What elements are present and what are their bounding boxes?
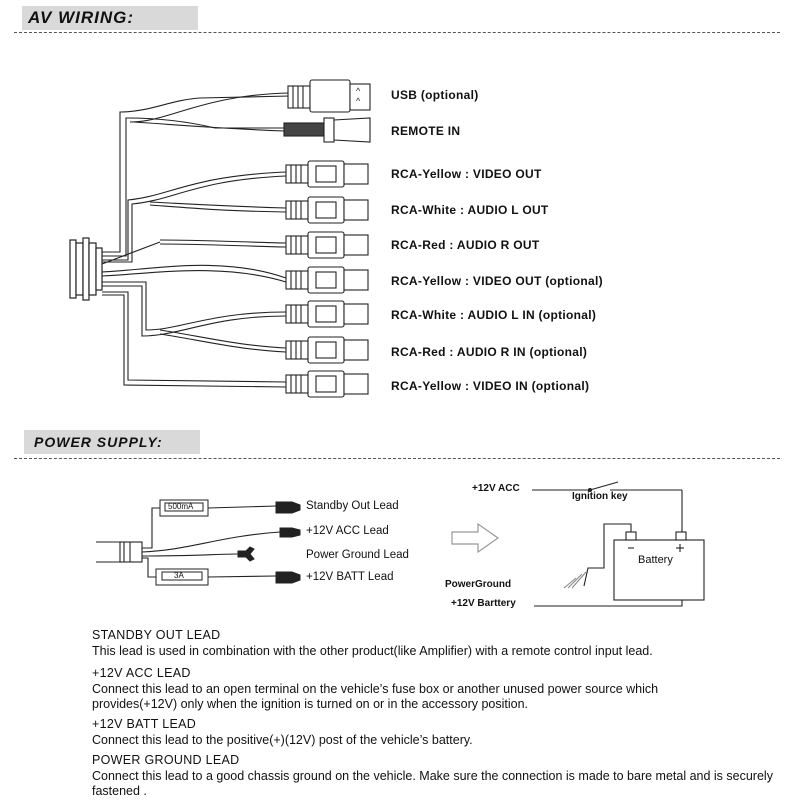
audio-l-out-label: RCA-White : AUDIO L OUT (391, 203, 549, 217)
fuse-500ma-label: 500mA (168, 502, 194, 511)
harness-wires (101, 92, 291, 388)
av-title-dashed-rule (14, 32, 780, 33)
rca-connectors (285, 160, 369, 398)
rca-connector (285, 336, 369, 364)
schematic-ignition-label: Ignition key (572, 491, 628, 502)
acc-lead-label: +12V ACC Lead (306, 525, 389, 537)
power-wires (96, 505, 281, 578)
power-supply-title: POWER SUPPLY: (34, 434, 163, 450)
batt-lead-label: +12V BATT Lead (306, 571, 394, 583)
standby-out-lead-label: Standby Out Lead (306, 500, 399, 512)
schematic-batt-label: +12V Barttery (451, 598, 516, 609)
acc-lead-heading: +12V ACC LEAD (92, 666, 191, 680)
schematic-acc-label: +12V ACC (472, 483, 520, 494)
acc-lead-text: Connect this lead to an open terminal on… (92, 682, 659, 711)
svg-text:^: ^ (356, 96, 361, 106)
rca-connector (285, 160, 369, 188)
video-out-label: RCA-Yellow : VIDEO OUT (391, 167, 542, 181)
audio-r-in-label: RCA-Red : AUDIO R IN (optional) (391, 345, 588, 359)
fuse-3a-label: 3A (174, 571, 184, 580)
schematic-ground-label: PowerGround (445, 579, 512, 590)
lead-terminals (237, 501, 301, 584)
video-in-label: RCA-Yellow : VIDEO IN (optional) (391, 379, 590, 393)
rca-connector (285, 196, 369, 224)
ground-lead-heading: POWER GROUND LEAD (92, 753, 240, 767)
schematic-battery-label: Battery (638, 554, 673, 566)
power-schematic (532, 481, 705, 607)
audio-l-in-label: RCA-White : AUDIO L IN (optional) (391, 308, 597, 322)
rca-connector (285, 300, 369, 328)
audio-r-out-label: RCA-Red : AUDIO R OUT (391, 238, 540, 252)
standby-out-lead-heading: STANDBY OUT LEAD (92, 628, 221, 642)
svg-text:^: ^ (356, 86, 361, 96)
ground-lead-text: Connect this lead to a good chassis grou… (92, 769, 773, 798)
power-title-background (24, 430, 200, 454)
remote-in-label: REMOTE IN (391, 124, 461, 138)
av-title-background (22, 6, 198, 30)
usb-connector: ^ ^ (287, 79, 371, 113)
fuse-500ma (159, 499, 209, 517)
av-wiring-title: AV WIRING: (28, 8, 135, 27)
rca-connector (285, 266, 369, 294)
harness-plug (69, 237, 103, 301)
fuse-3a (155, 568, 209, 586)
batt-lead-heading: +12V BATT LEAD (92, 717, 197, 731)
video-out-optional-label: RCA-Yellow : VIDEO OUT (optional) (391, 274, 603, 288)
rca-connector (285, 231, 369, 259)
power-title-dashed-rule (14, 458, 780, 459)
remote-in-connector (283, 117, 371, 143)
direction-arrow-icon (451, 522, 500, 554)
standby-out-lead-text: This lead is used in combination with th… (92, 644, 653, 658)
usb-label: USB (optional) (391, 88, 479, 102)
batt-lead-text: Connect this lead to the positive(+)(12V… (92, 733, 473, 747)
rca-connector (285, 370, 369, 398)
power-ground-lead-label: Power Ground Lead (306, 549, 409, 561)
